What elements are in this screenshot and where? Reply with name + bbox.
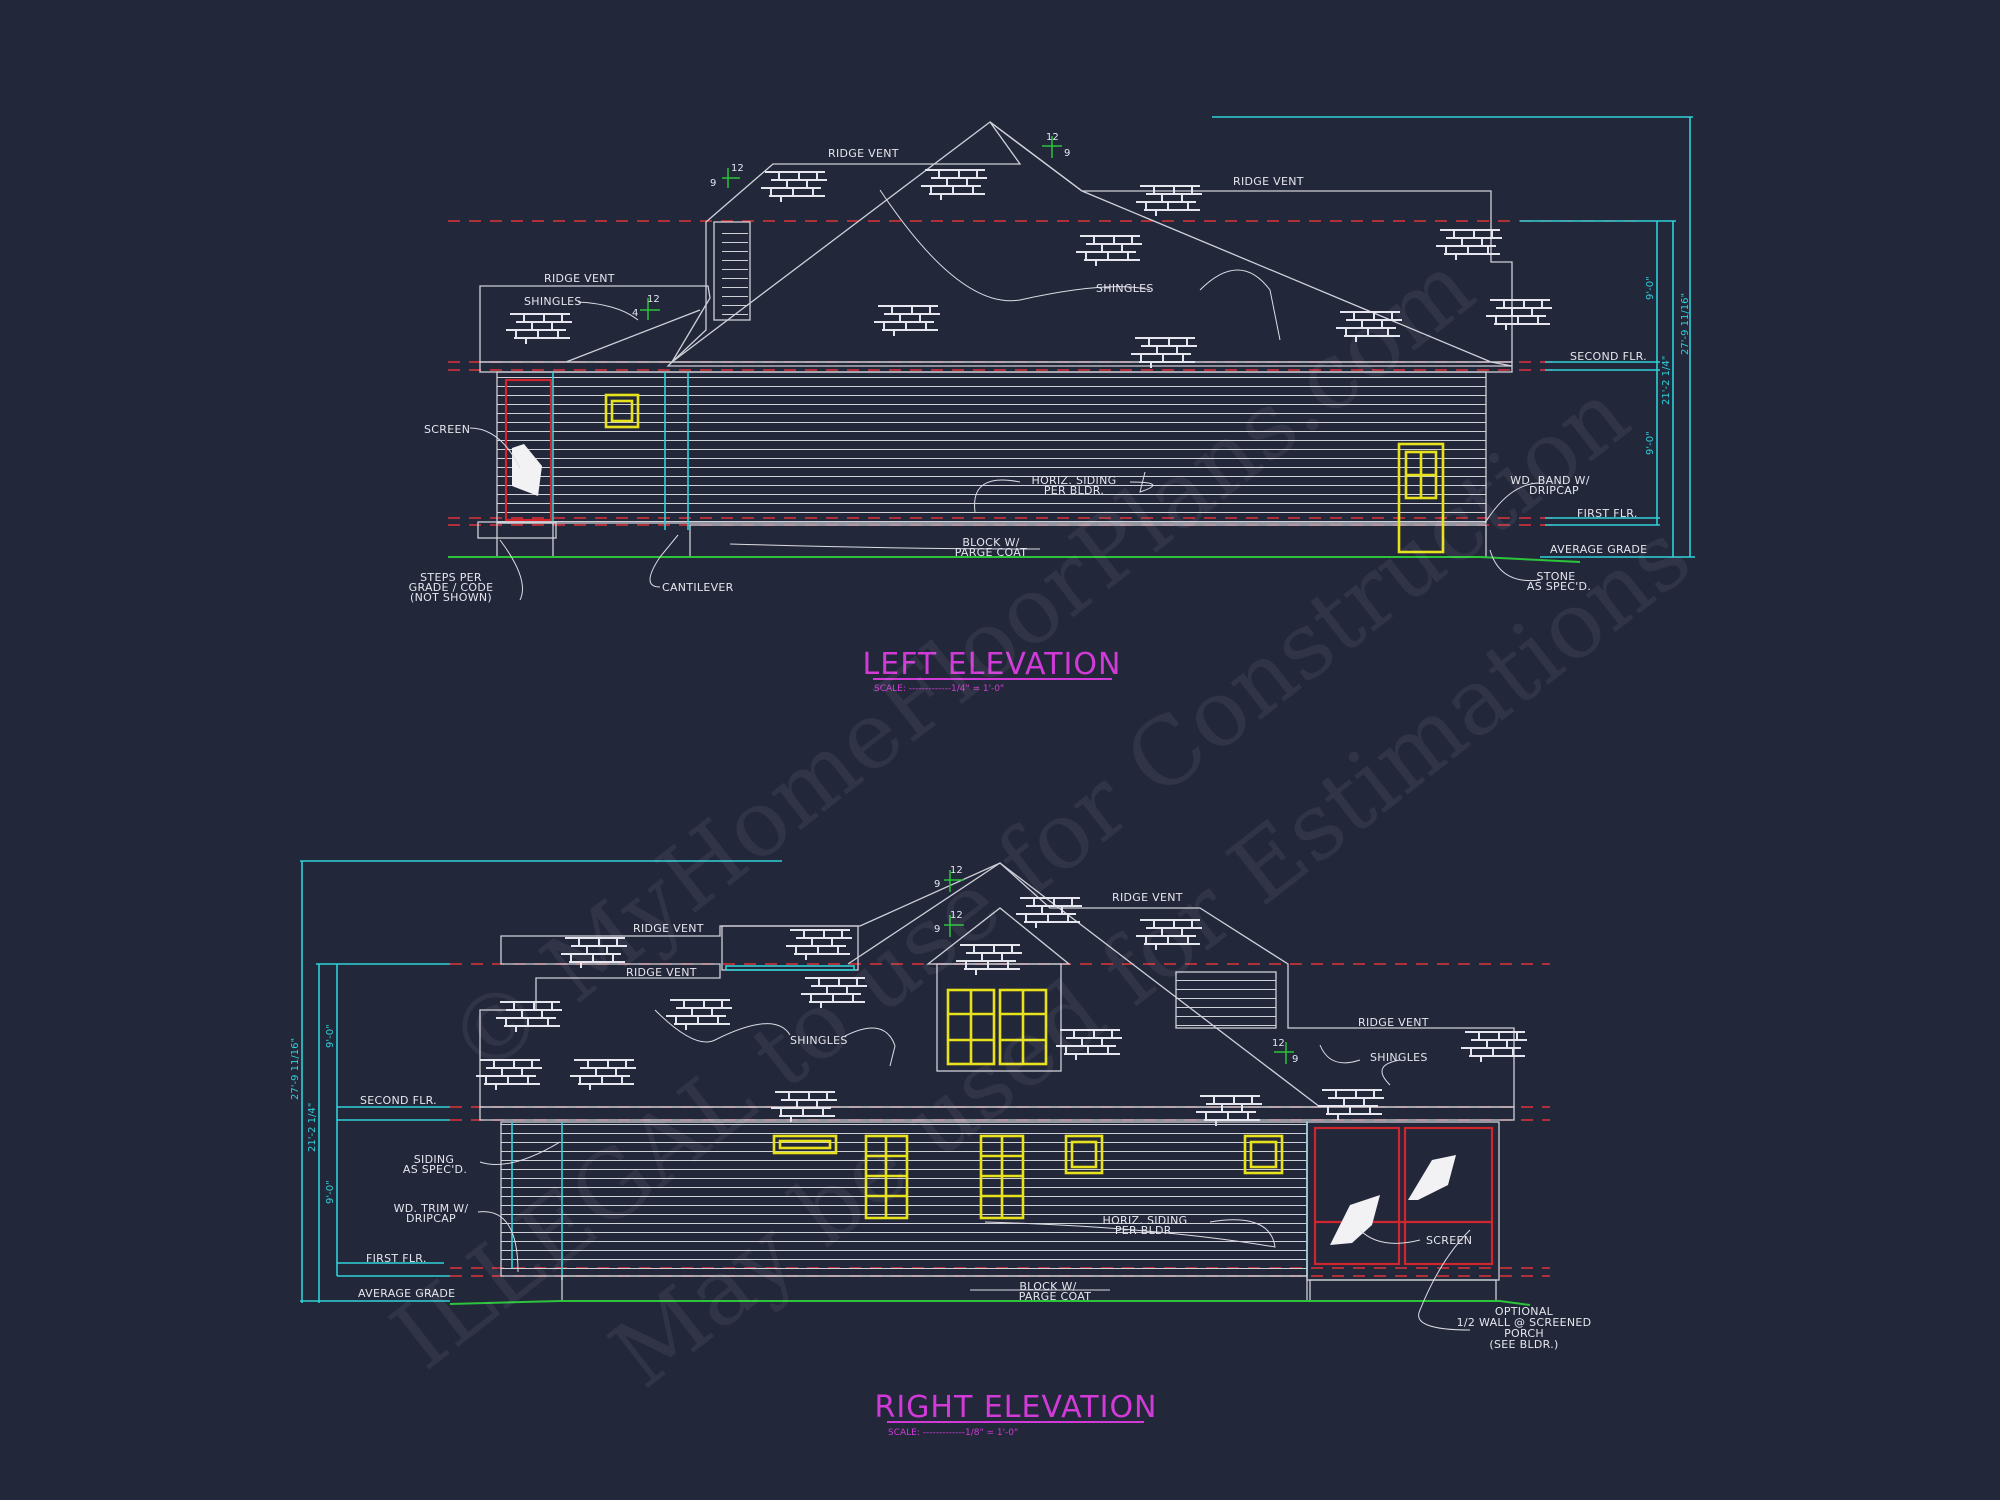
- label-block: PARGE COAT: [955, 546, 1028, 559]
- grade-line: [448, 556, 1581, 563]
- label-screen: SCREEN: [1426, 1234, 1472, 1247]
- label-wd-trim: WD. TRIM W/: [394, 1202, 469, 1215]
- windows: [772, 1134, 1284, 1220]
- walls: [477, 371, 1487, 558]
- label-porch: (SEE BLDR.): [1489, 1338, 1558, 1351]
- label-horiz-siding: PER BLDR.: [1044, 484, 1104, 497]
- roof-slope-markers: [640, 136, 1062, 320]
- dimension-floor-to-floor: 21'-2 1/4": [307, 1103, 318, 1152]
- label-ridge-vent: RIDGE VENT: [1233, 175, 1304, 188]
- left-annotations: RIDGE VENT RIDGE VENT RIDGE VENT SHINGLE…: [409, 147, 1647, 604]
- label-stone: STONE: [1536, 570, 1575, 583]
- right-elevation-scale: SCALE: -------------1/8" = 1'-0": [888, 1428, 1018, 1438]
- slope-run: 12: [1272, 1038, 1285, 1049]
- window: [604, 393, 640, 429]
- slope-rise: 4: [632, 308, 638, 319]
- dimension-overall: 27'-9 11/16": [290, 1038, 301, 1100]
- slope-run: 12: [647, 294, 660, 305]
- screen-hatch: [512, 444, 542, 496]
- label-ridge-vent: RIDGE VENT: [544, 272, 615, 285]
- leader-lines: [477, 1009, 1471, 1331]
- label-ridge-vent: RIDGE VENT: [828, 147, 899, 160]
- label-horiz-siding: HORIZ. SIDING: [1032, 474, 1117, 487]
- label-siding: SIDING: [414, 1153, 455, 1166]
- label-second-flr: SECOND FLR.: [360, 1094, 437, 1107]
- grade-line: [449, 1300, 1531, 1306]
- label-stone: AS SPEC'D.: [1527, 580, 1591, 593]
- dimension-upper: 9'-0": [1645, 276, 1656, 300]
- label-first-flr: FIRST FLR.: [1577, 507, 1638, 520]
- label-wd-band: DRIPCAP: [1529, 484, 1579, 497]
- dimension-floor-to-floor: 21'-2 1/4": [1661, 356, 1672, 405]
- label-ridge-vent: RIDGE VENT: [626, 966, 697, 979]
- label-ridge-vent: RIDGE VENT: [1358, 1016, 1429, 1029]
- screen-panel: [504, 378, 553, 522]
- label-siding: AS SPEC'D.: [403, 1163, 467, 1176]
- slope-rise: 9: [710, 178, 716, 189]
- label-shingles: SHINGLES: [524, 295, 582, 308]
- slope-run: 12: [731, 163, 744, 174]
- left-elevation-scale: SCALE: -------------1/4" = 1'-0": [874, 684, 1004, 694]
- right-annotations: RIDGE VENT RIDGE VENT RIDGE VENT RIDGE V…: [358, 891, 1591, 1351]
- label-shingles: SHINGLES: [1096, 282, 1154, 295]
- dimension-lines: [1212, 116, 1695, 558]
- label-screen: SCREEN: [424, 423, 470, 436]
- dimension-lower: 9'-0": [325, 1180, 336, 1204]
- label-average-grade: AVERAGE GRADE: [1550, 543, 1647, 556]
- label-porch: OPTIONAL: [1495, 1305, 1554, 1318]
- slope-rise: 9: [1292, 1054, 1298, 1065]
- label-second-flr: SECOND FLR.: [1570, 350, 1647, 363]
- dimension-overall: 27'-9 11/16": [1680, 293, 1691, 355]
- slope-run: 12: [1046, 132, 1059, 143]
- label-wd-trim: DRIPCAP: [406, 1212, 456, 1225]
- label-porch: PORCH: [1504, 1327, 1544, 1340]
- dimension-lower: 9'-0": [1645, 431, 1656, 455]
- slope-run: 12: [950, 865, 963, 876]
- side-door: [1397, 442, 1445, 554]
- label-ridge-vent: RIDGE VENT: [1112, 891, 1183, 904]
- label-cantilever: CANTILEVER: [662, 581, 734, 594]
- screened-porch: [1313, 1126, 1494, 1266]
- left-elevation-title: LEFT ELEVATION: [863, 647, 1122, 682]
- label-steps: STEPS PER: [420, 571, 482, 584]
- label-block: PARGE COAT: [1019, 1290, 1092, 1303]
- label-ridge-vent: RIDGE VENT: [633, 922, 704, 935]
- label-shingles: SHINGLES: [790, 1034, 848, 1047]
- slope-run: 12: [950, 910, 963, 921]
- label-first-flr: FIRST FLR.: [366, 1252, 427, 1265]
- roof: [475, 862, 1528, 1127]
- dormer-windows: [946, 988, 1048, 1066]
- label-horiz-siding: PER BLDR.: [1115, 1224, 1175, 1237]
- leader-lines: [469, 189, 1541, 601]
- label-porch: 1/2 WALL @ SCREENED: [1457, 1316, 1592, 1329]
- label-wd-band: WD. BAND W/: [1510, 474, 1590, 487]
- slope-rise: 9: [934, 879, 940, 890]
- label-block: BLOCK W/: [1019, 1280, 1076, 1293]
- walls: [500, 1121, 1500, 1302]
- label-block: BLOCK W/: [962, 536, 1019, 549]
- right-elevation: 9'-0" 9'-0" 21'-2 1/4" 27'-9 11/16" 12 9…: [290, 860, 1591, 1438]
- label-average-grade: AVERAGE GRADE: [358, 1287, 455, 1300]
- dimension-upper: 9'-0": [325, 1024, 336, 1048]
- label-horiz-siding: HORIZ. SIDING: [1103, 1214, 1188, 1227]
- label-shingles: SHINGLES: [1370, 1051, 1428, 1064]
- roof-slope-markers: [944, 870, 1294, 1064]
- dimension-lines: [300, 860, 782, 1303]
- right-elevation-title: RIGHT ELEVATION: [874, 1390, 1157, 1425]
- slope-rise: 9: [1064, 148, 1070, 159]
- label-steps: (NOT SHOWN): [410, 591, 492, 604]
- slope-rise: 9: [934, 924, 940, 935]
- label-steps: GRADE / CODE: [409, 581, 494, 594]
- left-elevation: 9'-0" 9'-0" 21'-2 1/4" 27'-9 11/16" 12 9…: [409, 116, 1695, 694]
